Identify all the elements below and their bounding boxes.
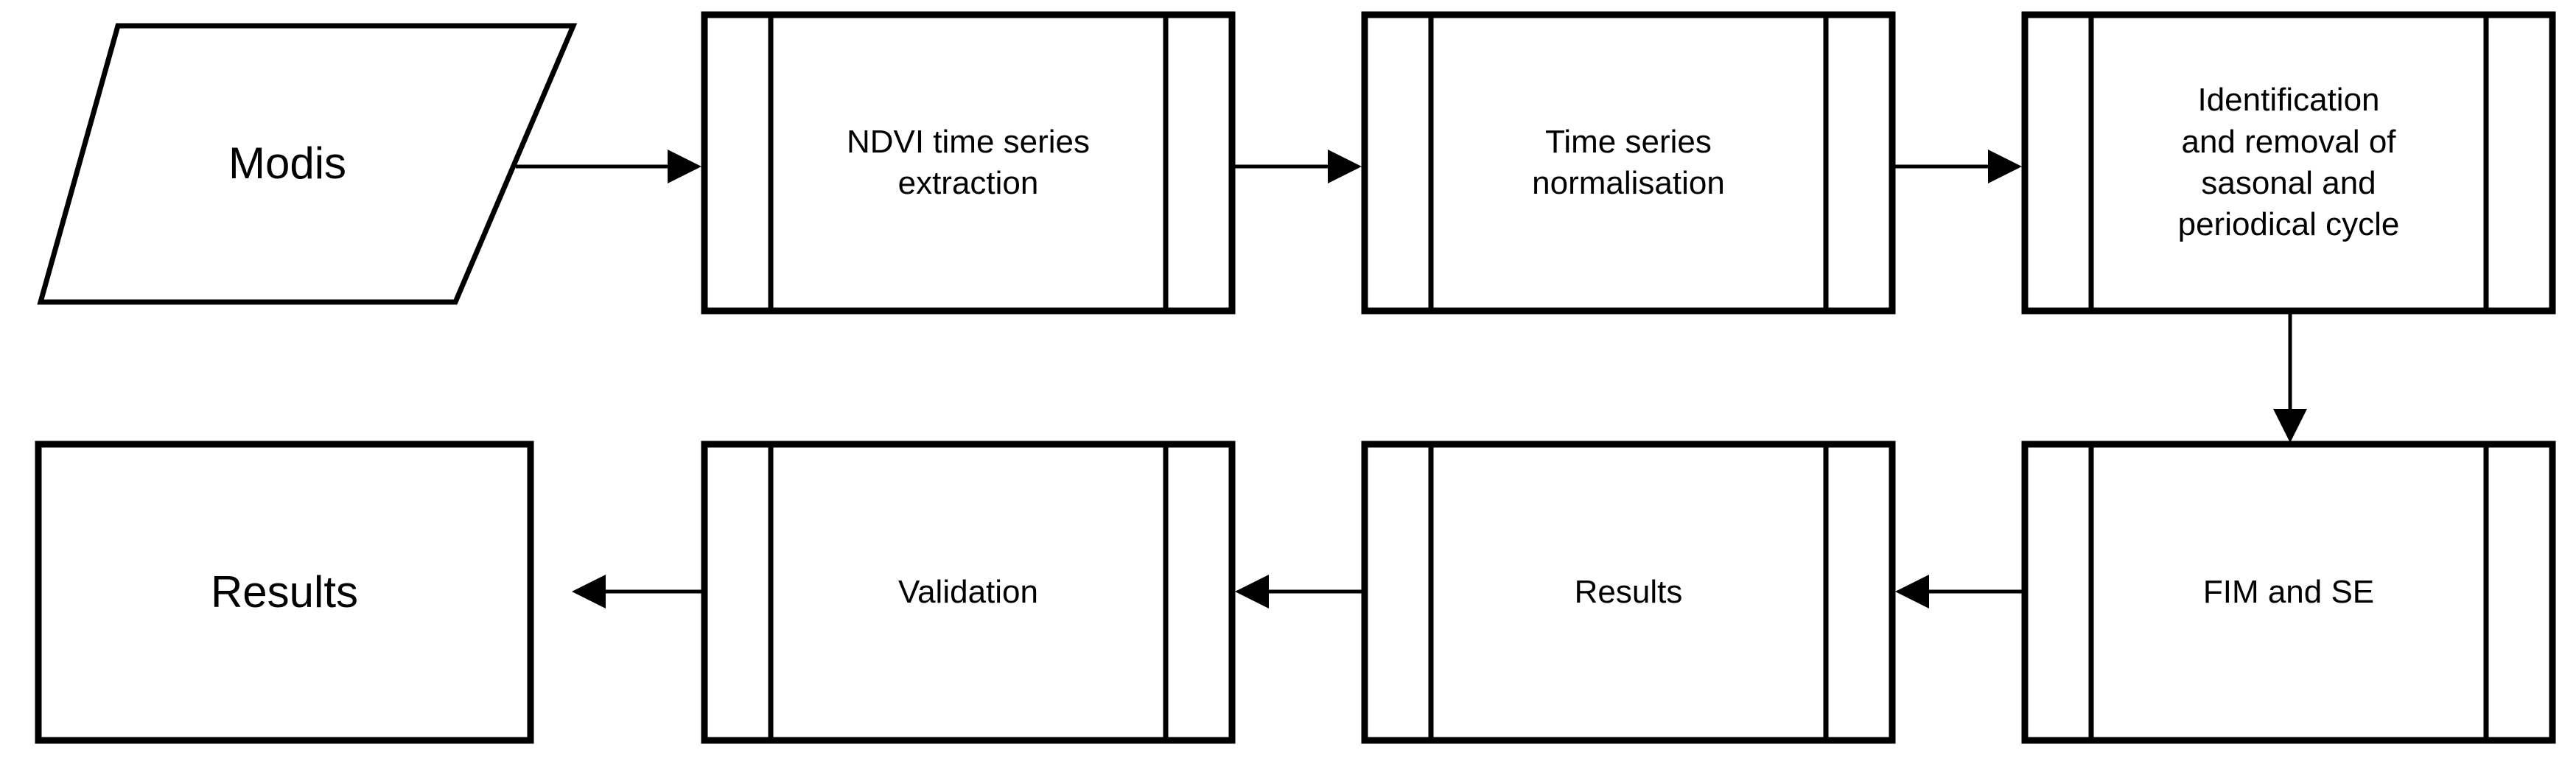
- shape-results-intermediate-box[interactable]: [1361, 441, 1896, 744]
- edge-modis-to-ndvi: [516, 150, 701, 183]
- shape-results-final-box[interactable]: [35, 441, 534, 744]
- shape-modis-parallelogram[interactable]: [37, 23, 578, 305]
- shape-identification-removal-box[interactable]: [2021, 11, 2556, 315]
- edge-validation-to-final: [572, 575, 701, 609]
- edge-results-to-validation: [1235, 575, 1362, 609]
- shape-fim-and-se-box[interactable]: [2021, 441, 2556, 744]
- edge-ndvi-to-normalisation: [1235, 150, 1362, 183]
- shape-ndvi-extraction-box[interactable]: [701, 11, 1236, 315]
- edge-fim-to-results: [1895, 575, 2022, 609]
- shape-time-series-normalisation-box[interactable]: [1361, 11, 1896, 315]
- edge-normalisation-to-identification: [1895, 150, 2022, 183]
- edge-identification-to-fim: [2273, 312, 2307, 443]
- shape-validation-box[interactable]: [701, 441, 1236, 744]
